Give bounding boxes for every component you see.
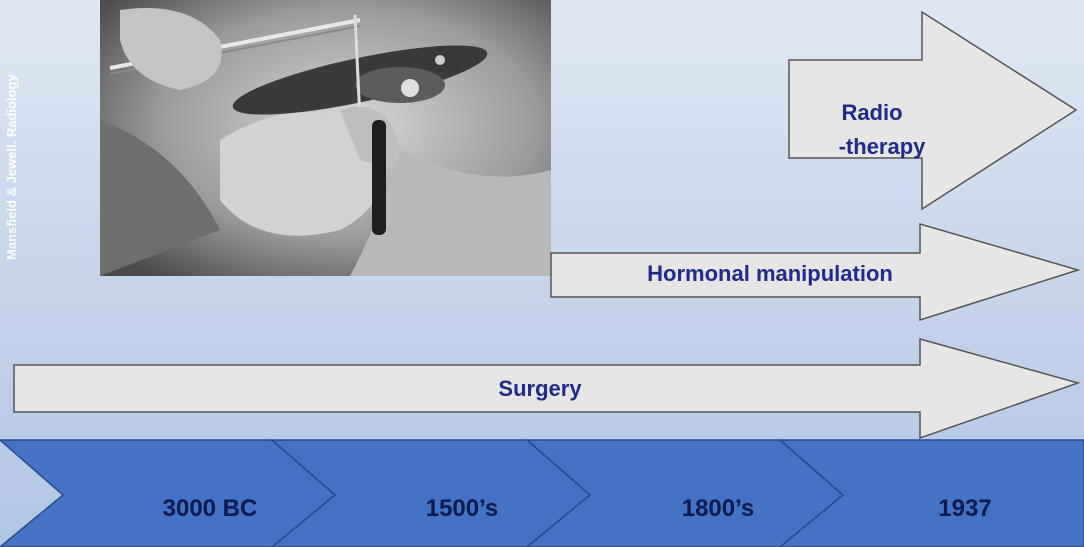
radiotherapy-label-line2: -therapy	[812, 130, 952, 164]
hormonal-manipulation-label: Hormonal manipulation	[560, 257, 980, 291]
timeline-label-1937: 1937	[885, 492, 1045, 526]
radiotherapy-label-line1: Radio	[822, 96, 922, 130]
timeline-label-3000bc: 3000 BC	[130, 492, 290, 526]
surgery-label: Surgery	[360, 372, 720, 406]
timeline-label-1800s: 1800’s	[638, 492, 798, 526]
timeline-label-1500s: 1500’s	[382, 492, 542, 526]
